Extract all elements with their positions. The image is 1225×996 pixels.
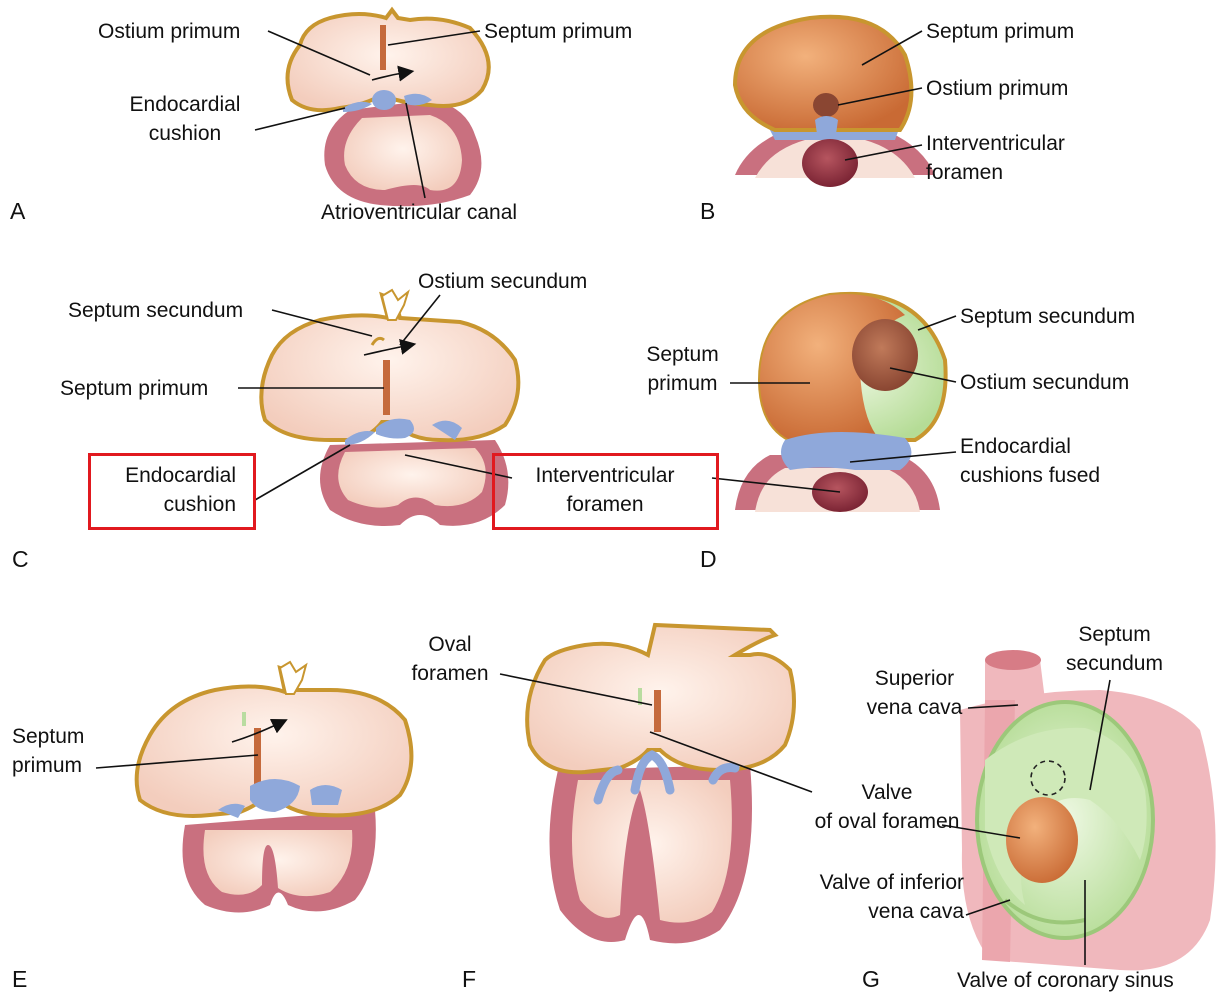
label-g-superior-vena-cava-line2: vena cava — [862, 693, 967, 722]
label-e-septum-primum: Septum primum — [12, 722, 84, 780]
label-g-valve-of-coronary-sinus: Valve of coronary sinus — [957, 966, 1174, 995]
label-b-ostium-primum: Ostium primum — [926, 74, 1068, 103]
label-d-ostium-secundum: Ostium secundum — [960, 368, 1129, 397]
panel-f-drawing — [527, 625, 794, 943]
label-f-oval-foramen-line1: Oval — [400, 630, 500, 659]
panel-letter-d: D — [700, 546, 717, 573]
label-d-endocardial-cushions-fused-line2: cushions fused — [960, 461, 1100, 490]
label-e-septum-primum-line2: primum — [12, 751, 84, 780]
label-d-septum-secundum: Septum secundum — [960, 302, 1135, 331]
label-g-valve-of-inferior-vena-cava: Valve of inferior vena cava — [782, 868, 964, 926]
panel-letter-g: G — [862, 966, 880, 993]
label-b-interventricular-foramen: Interventricular foramen — [926, 129, 1065, 187]
label-a-endocardial-cushion: Endocardial cushion — [115, 90, 255, 148]
label-a-septum-primum: Septum primum — [484, 17, 632, 46]
label-e-septum-primum-line1: Septum — [12, 722, 84, 751]
label-c-endocardial-cushion-line1: Endocardial — [96, 461, 236, 490]
label-a-atrioventricular-canal: Atrioventricular canal — [321, 198, 517, 227]
label-g-valve-of-inferior-vena-cava-line2: vena cava — [782, 897, 964, 926]
panel-letter-b: B — [700, 198, 715, 225]
panel-c-drawing — [261, 290, 518, 526]
label-a-endocardial-cushion-line1: Endocardial — [115, 90, 255, 119]
panel-letter-f: F — [462, 966, 476, 993]
label-c-septum-secundum: Septum secundum — [68, 296, 243, 325]
panel-a-drawing — [288, 10, 489, 206]
label-c-interventricular-foramen-line2: foramen — [505, 490, 705, 519]
label-g-superior-vena-cava: Superior vena cava — [862, 664, 967, 722]
label-f-oval-foramen: Oval foramen — [400, 630, 500, 688]
label-f-valve-of-oval-foramen: Valve of oval foramen — [812, 778, 962, 836]
label-g-septum-secundum-line1: Septum — [1062, 620, 1167, 649]
panel-b-drawing — [735, 17, 935, 187]
panel-g-drawing — [960, 650, 1216, 970]
label-d-septum-primum-line1: Septum — [630, 340, 735, 369]
panel-letter-c: C — [12, 546, 29, 573]
label-d-septum-primum: Septum primum — [630, 340, 735, 398]
label-f-valve-of-oval-foramen-line1: Valve — [812, 778, 962, 807]
label-g-septum-secundum-line2: secundum — [1062, 649, 1167, 678]
label-d-endocardial-cushions-fused-line1: Endocardial — [960, 432, 1100, 461]
label-d-endocardial-cushions-fused: Endocardial cushions fused — [960, 432, 1100, 490]
label-f-valve-of-oval-foramen-line2: of oval foramen — [812, 807, 962, 836]
label-g-valve-of-inferior-vena-cava-line1: Valve of inferior — [782, 868, 964, 897]
label-a-ostium-primum: Ostium primum — [98, 17, 240, 46]
label-c-interventricular-foramen-line1: Interventricular — [505, 461, 705, 490]
panel-e-drawing — [137, 662, 412, 913]
label-d-septum-primum-line2: primum — [630, 369, 735, 398]
label-g-superior-vena-cava-line1: Superior — [862, 664, 967, 693]
label-b-interventricular-foramen-line1: Interventricular — [926, 129, 1065, 158]
label-c-endocardial-cushion: Endocardial cushion — [96, 461, 236, 519]
label-a-endocardial-cushion-line2: cushion — [115, 119, 255, 148]
label-c-interventricular-foramen: Interventricular foramen — [505, 461, 705, 519]
label-c-ostium-secundum: Ostium secundum — [418, 267, 587, 296]
panel-d-drawing — [735, 294, 946, 512]
panel-letter-e: E — [12, 966, 27, 993]
panel-letter-a: A — [10, 198, 25, 225]
label-b-septum-primum: Septum primum — [926, 17, 1074, 46]
label-c-endocardial-cushion-line2: cushion — [96, 490, 236, 519]
label-b-interventricular-foramen-line2: foramen — [926, 158, 1065, 187]
label-g-septum-secundum: Septum secundum — [1062, 620, 1167, 678]
label-f-oval-foramen-line2: foramen — [400, 659, 500, 688]
label-c-septum-primum: Septum primum — [60, 374, 208, 403]
